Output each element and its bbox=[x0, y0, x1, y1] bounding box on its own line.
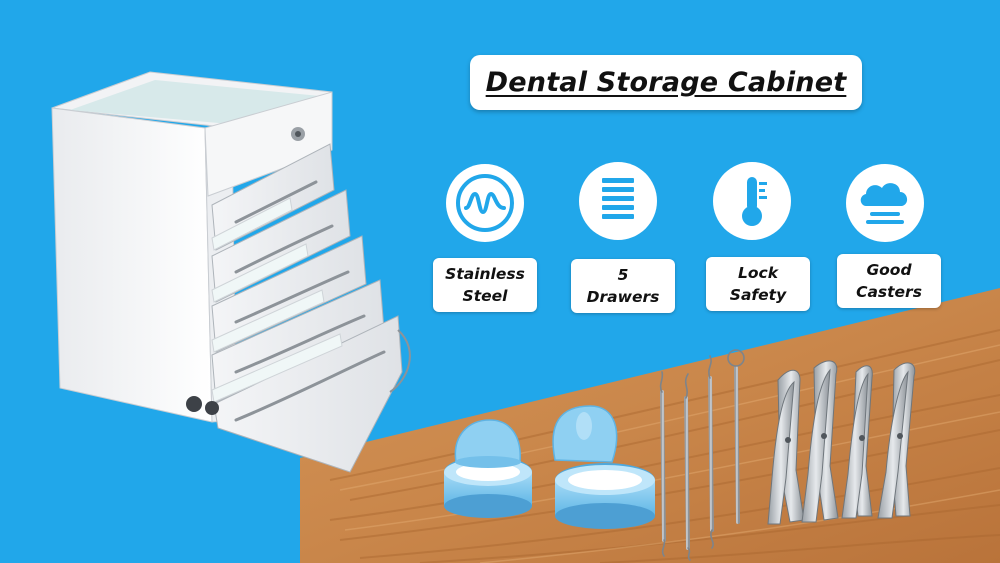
feature-line-1: Good bbox=[866, 261, 912, 279]
page-title: Dental Storage Cabinet bbox=[485, 67, 847, 98]
cabinet-illustration bbox=[51, 71, 411, 473]
thermometer-icon bbox=[742, 177, 767, 226]
feature-label-drawers: 5 Drawers bbox=[571, 259, 675, 313]
feature-line-2: Casters bbox=[856, 283, 922, 301]
cloud-icon bbox=[860, 183, 908, 224]
feature-line-1: Stainless bbox=[445, 265, 525, 283]
title-banner: Dental Storage Cabinet bbox=[470, 55, 862, 110]
denture-case-illustration bbox=[444, 405, 655, 529]
feature-label-lock-safety: Lock Safety bbox=[706, 257, 810, 311]
feature-label-stainless-steel: Stainless Steel bbox=[433, 258, 537, 312]
feature-line-1: Lock bbox=[737, 264, 779, 282]
feature-icon-stainless-steel bbox=[446, 164, 524, 242]
feature-icon-drawers bbox=[579, 162, 657, 240]
feature-line-1: 5 bbox=[617, 266, 629, 284]
dental-probe-illustration bbox=[659, 349, 745, 561]
drawers-icon bbox=[602, 178, 634, 219]
feature-line-2: Safety bbox=[729, 286, 787, 304]
feature-icon-good-casters bbox=[846, 164, 924, 242]
feature-line-2: Drawers bbox=[586, 288, 660, 306]
feature-line-2: Steel bbox=[462, 287, 508, 305]
feature-icon-lock-safety bbox=[713, 162, 791, 240]
wave-icon bbox=[456, 174, 514, 232]
feature-label-good-casters: Good Casters bbox=[837, 254, 941, 308]
forceps-illustration bbox=[767, 360, 916, 525]
